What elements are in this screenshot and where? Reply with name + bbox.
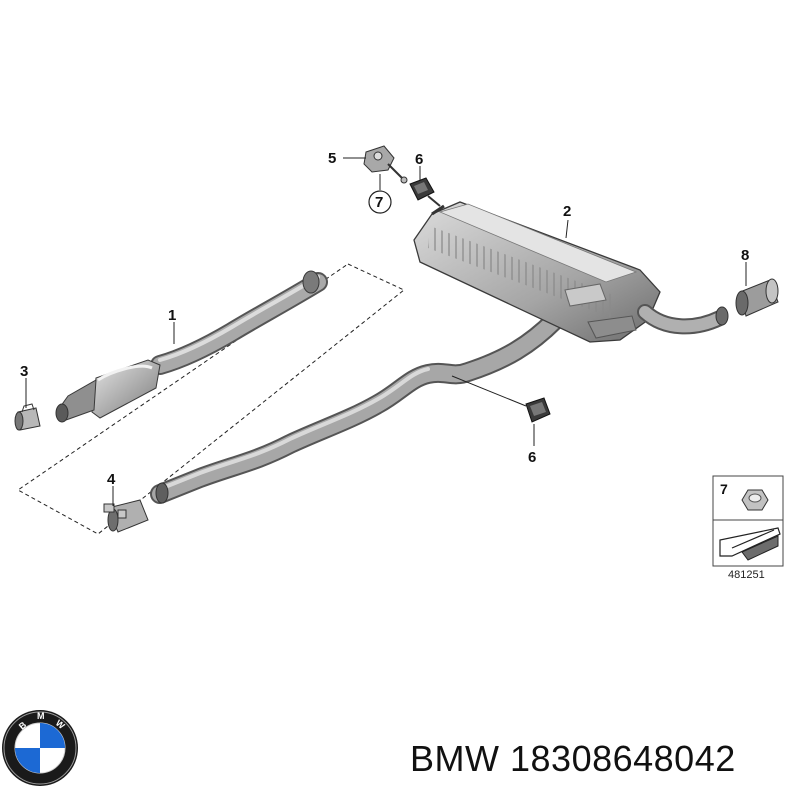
rubber-mount-part-6-lower (525, 397, 551, 423)
mount-bracket-part-5 (363, 145, 408, 184)
callout-2: 2 (563, 203, 571, 220)
callout-3: 3 (20, 363, 28, 380)
tailpipe-trim-part-8 (735, 278, 779, 317)
svg-text:B: B (17, 719, 29, 731)
callout-6-lower: 6 (528, 449, 536, 466)
callout-5: 5 (328, 150, 336, 167)
arrow-position-icon (719, 527, 781, 561)
intermediate-pipe (150, 310, 565, 504)
inset-label-7: 7 (720, 481, 728, 497)
bmw-logo: B M W (2, 710, 78, 786)
callout-8: 8 (741, 247, 749, 264)
brand-name: BMW (410, 738, 500, 779)
front-pipe-catalytic-converter (55, 270, 328, 423)
rubber-mount-part-6-upper (409, 177, 441, 207)
callout-1: 1 (168, 307, 176, 324)
part-number-caption: BMW 18308648042 (410, 738, 736, 780)
callout-7: 7 (375, 194, 383, 211)
clamp-part-4 (103, 499, 149, 533)
clamp-part-3 (14, 403, 41, 431)
inset-box: 7 481251 (712, 475, 784, 581)
rear-silencer-muffler (413, 201, 729, 343)
svg-text:M: M (37, 711, 45, 721)
diagram-reference-number: 481251 (728, 569, 765, 581)
callout-7-circle (368, 190, 392, 214)
callout-6-upper: 6 (415, 151, 423, 168)
part-number: 18308648042 (510, 738, 736, 779)
hex-nut-icon (741, 489, 769, 511)
callout-4: 4 (107, 471, 116, 488)
leader-lines (25, 157, 747, 506)
